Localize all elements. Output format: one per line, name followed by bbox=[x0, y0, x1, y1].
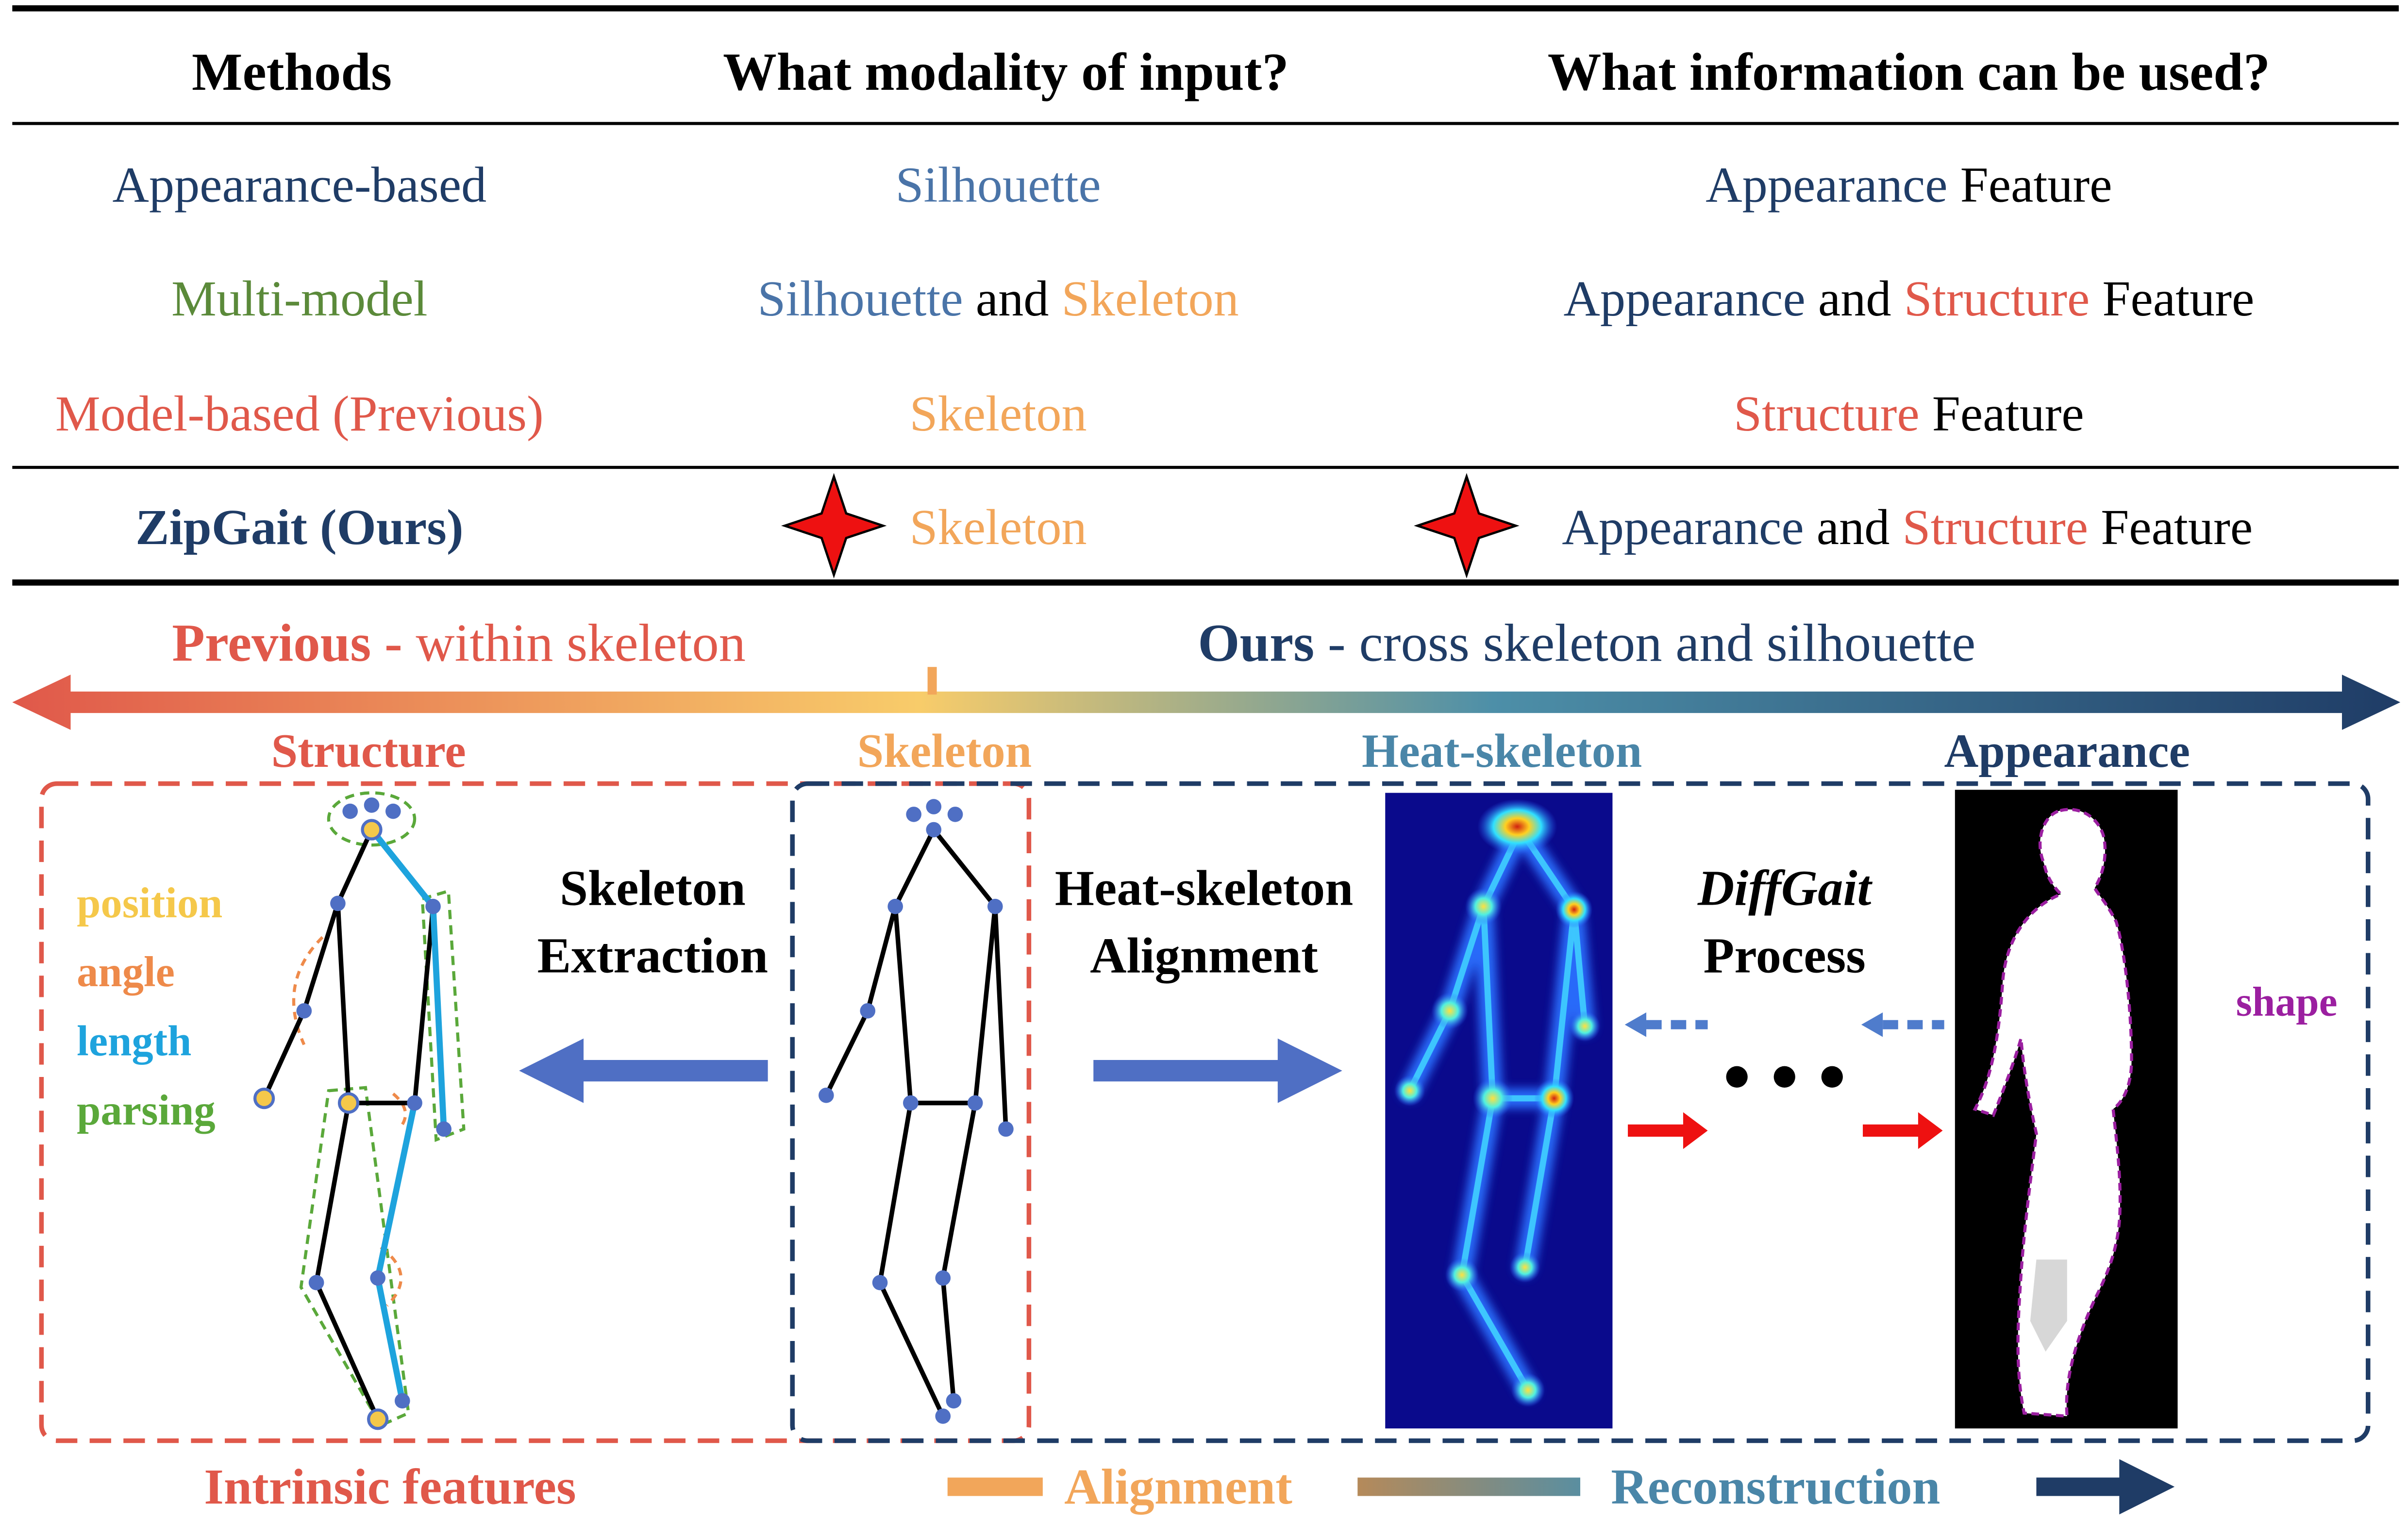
alignment-swatch bbox=[947, 1477, 1043, 1496]
legend-angle: angle bbox=[77, 948, 175, 996]
structure-figure bbox=[253, 791, 466, 1430]
ellipsis-dots bbox=[1726, 1066, 1843, 1088]
header-information: What information can be used? bbox=[1548, 42, 2270, 101]
head-parsing-outline bbox=[327, 791, 417, 847]
structure-joints bbox=[296, 797, 452, 1409]
previous-region bbox=[39, 781, 1032, 1443]
structure-bones bbox=[262, 828, 435, 1421]
input-cell: Skeleton bbox=[909, 499, 1087, 555]
double-arrow bbox=[12, 675, 2401, 730]
star-icon bbox=[1414, 473, 1520, 579]
skeleton-extraction-line2: Extraction bbox=[537, 927, 768, 984]
skeleton-figure bbox=[819, 799, 1014, 1424]
info-cell: Appearance and Structure Feature bbox=[1563, 270, 2254, 327]
legend-length: length bbox=[77, 1018, 191, 1065]
footer-intrinsic: Intrinsic features bbox=[204, 1458, 576, 1515]
info-cell: Appearance and Structure Feature bbox=[1562, 499, 2253, 555]
footer-reconstruction: Reconstruction bbox=[1611, 1458, 1940, 1515]
silhouette-shadow bbox=[2030, 1259, 2067, 1352]
process-label: Process bbox=[1704, 927, 1866, 984]
angle-arc bbox=[292, 936, 324, 1045]
footer-alignment: Alignment bbox=[1064, 1458, 1292, 1515]
banner: Previous - within skeleton Ours - cross … bbox=[12, 613, 2401, 730]
shape-label: shape bbox=[2236, 979, 2338, 1025]
reconstruction-arrow bbox=[2036, 1459, 2175, 1515]
method-cell: Model-based (Previous) bbox=[55, 385, 544, 442]
info-cell: Appearance Feature bbox=[1706, 157, 2112, 213]
gradient-swatch bbox=[1357, 1477, 1580, 1496]
table-rows: Appearance-based Silhouette Appearance Fea… bbox=[55, 157, 2254, 555]
method-cell: Multi-model bbox=[171, 270, 428, 327]
banner-ours: Ours - cross skeleton and silhouette bbox=[1198, 613, 1975, 673]
heat-skeleton-image bbox=[1385, 793, 1613, 1429]
method-table: Methods What modality of input? What inf… bbox=[12, 5, 2399, 586]
diffgait-label: DiffGait bbox=[1697, 860, 1873, 916]
legend-position: position bbox=[77, 879, 222, 927]
position-joints bbox=[253, 819, 389, 1430]
input-cell: Skeleton bbox=[909, 385, 1087, 442]
stage-heat-skeleton: Heat-skeleton bbox=[1362, 725, 1642, 778]
stage-skeleton: Skeleton bbox=[857, 725, 1032, 778]
star-icon bbox=[781, 473, 887, 579]
info-cell: Structure Feature bbox=[1734, 385, 2084, 442]
forward-arrows bbox=[1628, 1112, 1943, 1149]
silhouette bbox=[1973, 808, 2133, 1418]
arrow-right bbox=[1093, 1038, 1342, 1103]
leg-parsing-outline bbox=[299, 1086, 410, 1427]
input-cell: Silhouette and Skeleton bbox=[757, 270, 1238, 327]
structure-length-bones bbox=[369, 827, 447, 1402]
method-cell: ZipGait (Ours) bbox=[135, 499, 464, 555]
banner-previous: Previous - within skeleton bbox=[172, 613, 746, 673]
alignment-line2: Alignment bbox=[1090, 927, 1318, 984]
appearance-silhouette-image bbox=[1955, 790, 2178, 1429]
stage-structure: Structure bbox=[271, 725, 466, 778]
stage-appearance: Appearance bbox=[1944, 725, 2190, 778]
reverse-arrows bbox=[1624, 1012, 1944, 1037]
legend-parsing: parsing bbox=[77, 1087, 215, 1134]
angle-arc bbox=[392, 1092, 407, 1125]
alignment-line1: Heat-skeleton bbox=[1055, 860, 1354, 916]
ours-region bbox=[790, 781, 2371, 1443]
arrow-left bbox=[519, 1038, 768, 1103]
header-methods: Methods bbox=[192, 42, 392, 101]
angle-arc bbox=[380, 1246, 403, 1307]
skeleton-extraction-line1: Skeleton bbox=[560, 860, 746, 916]
header-modality: What modality of input? bbox=[723, 42, 1289, 101]
structure-legend: position angle length parsing bbox=[77, 879, 222, 1134]
input-cell: Silhouette bbox=[895, 157, 1101, 213]
banner-center-tick bbox=[927, 667, 937, 695]
method-cell: Appearance-based bbox=[112, 157, 486, 213]
arm-parsing-outline bbox=[420, 889, 466, 1142]
